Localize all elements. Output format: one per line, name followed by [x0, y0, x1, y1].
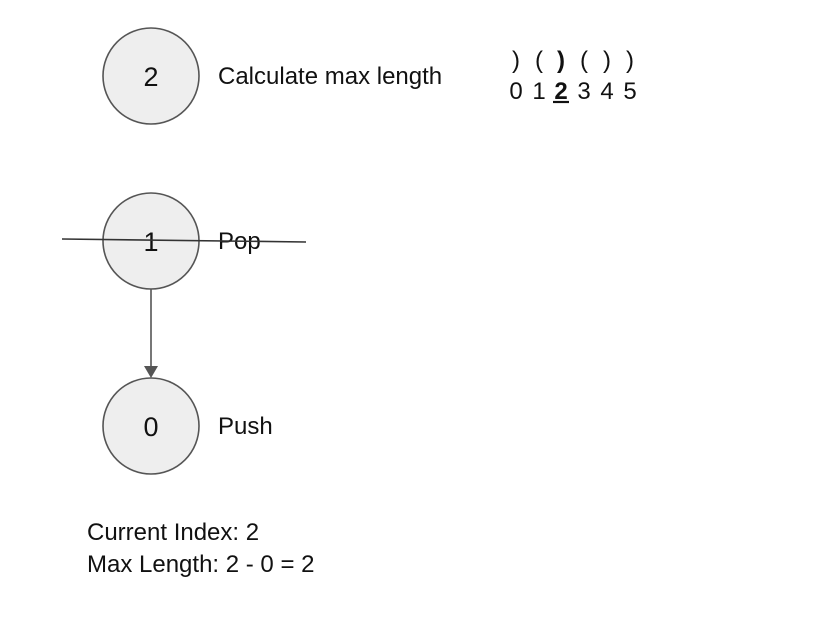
- pop-strikethrough: [61, 238, 307, 243]
- index-row: 0 1 2 3 4 5: [509, 78, 636, 105]
- paren-sequence: ) ( ) ( ) ): [512, 47, 634, 74]
- index-label-current: 2: [554, 78, 567, 105]
- stack-node-top: 2: [102, 27, 200, 125]
- index-label: 0: [509, 78, 522, 105]
- node-value: 2: [143, 62, 158, 92]
- stack-node-bottom: 0: [102, 377, 200, 475]
- node-value: 0: [143, 412, 158, 442]
- paren-char: (: [535, 47, 543, 74]
- node-action-label: Push: [218, 413, 273, 440]
- paren-char: ): [603, 47, 611, 74]
- node-circle: [102, 27, 200, 125]
- node-circle: [102, 377, 200, 475]
- paren-char: (: [580, 47, 588, 74]
- index-label: 1: [532, 78, 545, 105]
- index-label: 5: [623, 78, 636, 105]
- node-action-label: Calculate max length: [218, 63, 442, 90]
- current-index-text: Current Index: 2: [87, 519, 260, 546]
- paren-char: ): [512, 47, 520, 74]
- max-length-text: Max Length: 2 - 0 = 2: [87, 551, 315, 578]
- paren-char-current: ): [557, 47, 565, 74]
- index-label: 4: [600, 78, 613, 105]
- paren-char: ): [626, 47, 634, 74]
- index-label: 3: [577, 78, 590, 105]
- node-value: 1: [143, 227, 158, 257]
